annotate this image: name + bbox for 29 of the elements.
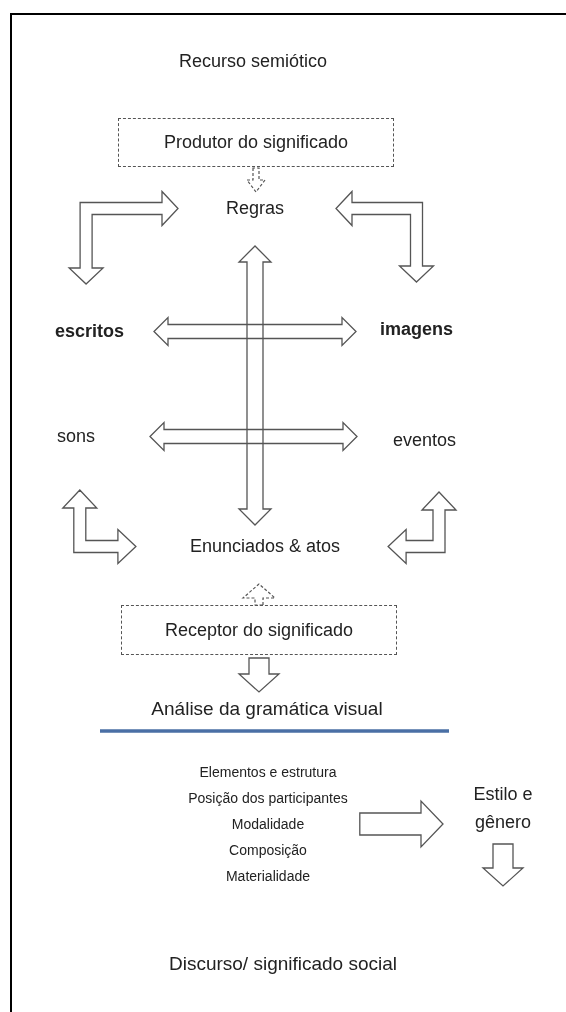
list-text: Elementos e estrutura xyxy=(199,763,337,782)
block-arrow xyxy=(387,491,458,565)
block-arrow xyxy=(359,799,444,849)
node-label: Regras xyxy=(226,195,284,222)
dashed-box: Receptor do significado xyxy=(121,605,397,655)
list-text: Modalidade xyxy=(231,815,305,834)
list-text: Composição xyxy=(229,841,307,860)
block-arrow xyxy=(67,189,179,285)
node-label: Estilo e gênero xyxy=(463,780,543,836)
dashed-box: Produtor do significado xyxy=(118,118,394,167)
list-text: Posição dos participantes xyxy=(188,789,348,808)
block-arrow xyxy=(153,315,357,348)
block-arrow xyxy=(149,420,358,453)
dashed-block-arrow xyxy=(241,583,277,606)
node-label: Enunciados & atos xyxy=(189,533,341,560)
node-label: Análise da gramática visual xyxy=(151,695,383,724)
block-arrow xyxy=(237,657,281,693)
block-arrow xyxy=(481,843,525,887)
block-arrow xyxy=(237,245,273,526)
block-arrow xyxy=(335,189,436,283)
node-label: Discurso/ significado social xyxy=(168,950,398,979)
list-text: Materialidade xyxy=(225,867,310,886)
dashed-block-arrow xyxy=(245,167,267,193)
block-arrow xyxy=(61,489,137,565)
diagram-title: Recurso semiótico xyxy=(178,50,328,73)
node-label: sons xyxy=(57,423,96,450)
node-label: eventos xyxy=(393,427,457,454)
node-label: imagens xyxy=(380,316,454,343)
node-label: escritos xyxy=(55,318,125,345)
